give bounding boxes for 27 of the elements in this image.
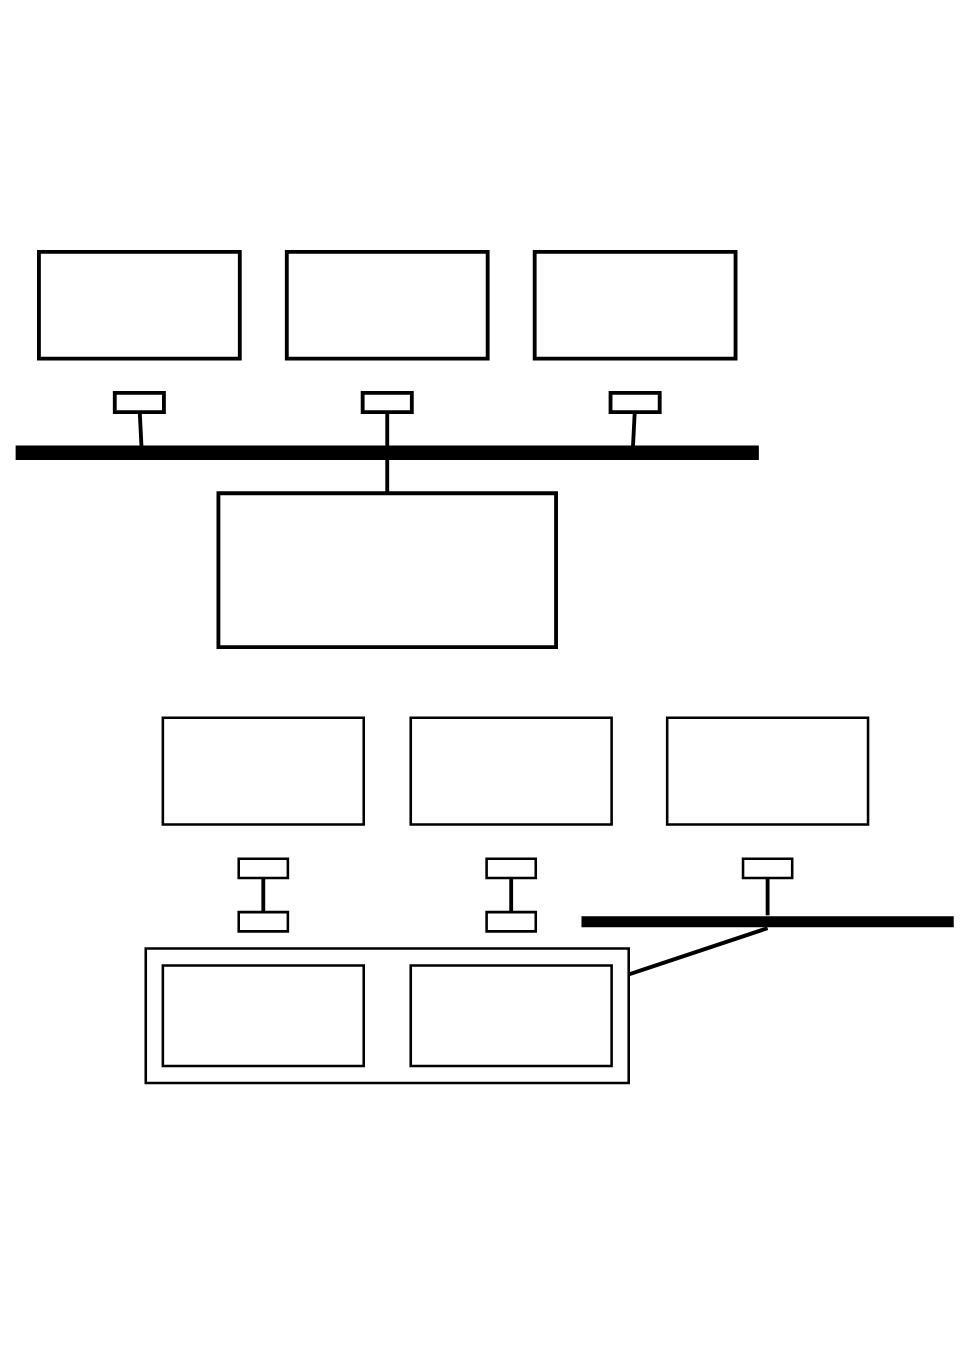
- connector: [137, 412, 143, 447]
- node-box: [484, 910, 537, 933]
- node-box: [665, 716, 869, 826]
- connector: [765, 878, 770, 916]
- connector: [508, 878, 513, 912]
- node-box: [532, 249, 737, 361]
- node-box: [236, 910, 289, 933]
- node-box: [608, 390, 662, 414]
- node-box: [112, 390, 166, 414]
- node-bar: [581, 916, 954, 928]
- connector: [260, 878, 265, 912]
- node-box: [161, 964, 365, 1068]
- connector: [384, 412, 389, 447]
- connector: [384, 459, 389, 493]
- node-box: [216, 491, 558, 650]
- node-box: [161, 716, 365, 826]
- node-box: [360, 390, 414, 414]
- node-box: [408, 716, 613, 826]
- connector: [627, 926, 768, 977]
- cluster: [144, 947, 630, 1085]
- node-box: [284, 249, 490, 361]
- node-box: [36, 249, 242, 361]
- node-box: [236, 857, 289, 880]
- node-box: [408, 964, 613, 1068]
- connector: [630, 412, 637, 447]
- node-box: [741, 857, 793, 880]
- node-box: [484, 857, 537, 880]
